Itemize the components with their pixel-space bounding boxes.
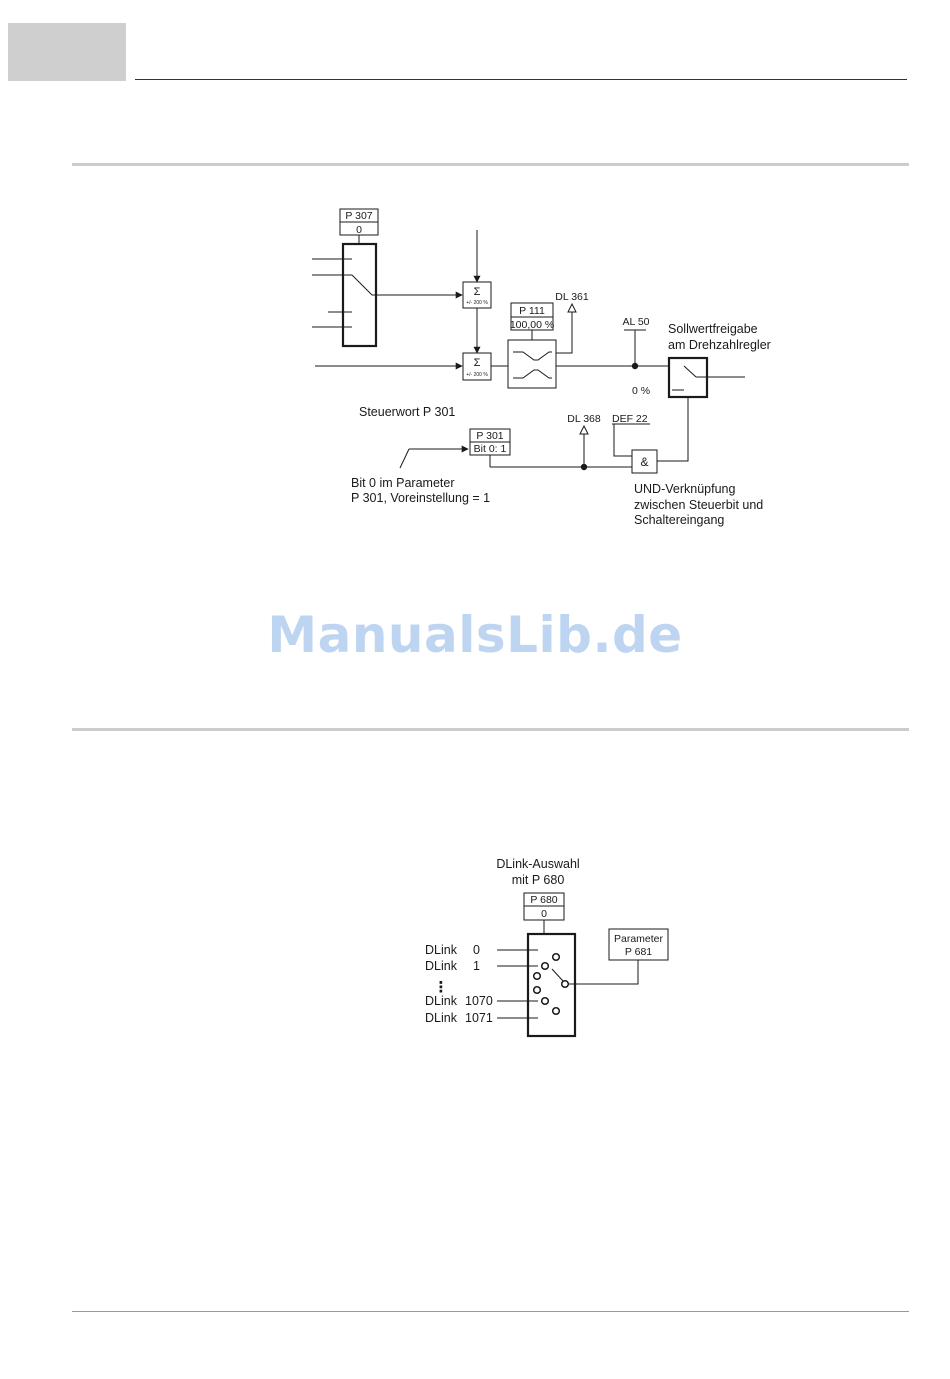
p680-name: P 680 (530, 894, 557, 906)
sum-symbol-1: Σ (474, 286, 481, 298)
und-note-2: zwischen Steuerbit und (634, 498, 763, 512)
dlink-selection-diagram: DLink-Auswahl mit P 680 P 680 0 DLink 0 … (425, 857, 669, 1038)
setpoint-release-switch: Sollwertfreigabe am Drehzahlregler 0 % (632, 322, 771, 399)
und-note-1: UND-Verknüpfung (634, 482, 735, 496)
sum-range-1: +/- 200 % (466, 300, 488, 306)
limiter-block: P 111 100,00 % DL 361 (507, 291, 668, 389)
dlink-input-0: 0 (473, 943, 480, 957)
page-tab-marker (8, 23, 126, 81)
setpoint-release-diagram: P 307 0 Σ +/- 200 % Σ +/- 200 % (312, 208, 771, 527)
bit-note-1: Bit 0 im Parameter (351, 476, 455, 490)
und-note-3: Schaltereingang (634, 513, 724, 527)
steuerwort-label: Steuerwort P 301 (359, 405, 455, 419)
sum-range-2: +/- 200 % (466, 372, 488, 378)
dlink-selector-block: DLink 0 DLink 1 ⋮ DLink 1070 DLink 1071 (425, 932, 639, 1038)
al50-label: AL 50 (622, 316, 649, 328)
section-divider-middle (72, 728, 909, 731)
dlink-label-1071: DLink (425, 1011, 458, 1025)
output-label-2: P 681 (625, 946, 652, 958)
footer-rule (72, 1311, 909, 1312)
dl368-label: DL 368 (567, 413, 601, 425)
p301-value: Bit 0: 1 (474, 443, 507, 455)
sum-symbol-2: Σ (474, 357, 481, 369)
summation-block-1: Σ +/- 200 % (462, 230, 492, 354)
p307-name: P 307 (345, 210, 372, 222)
output-label-1: Parameter (614, 933, 664, 945)
and-symbol: & (640, 455, 648, 469)
watermark: ManualsLib.de (267, 606, 683, 664)
p680-value: 0 (541, 908, 547, 920)
release-label-1: Sollwertfreigabe (668, 322, 758, 336)
dlink-input-1070: 1070 (465, 994, 493, 1008)
dl368-tap: DL 368 (567, 413, 601, 471)
al50-tap: AL 50 (622, 316, 650, 370)
dl361-label: DL 361 (555, 291, 589, 303)
setpoint-selector-block (312, 242, 463, 348)
dlink-ellipsis: ⋮ (434, 979, 449, 996)
dlink-label-1: DLink (425, 959, 458, 973)
dlink-title-2: mit P 680 (512, 873, 565, 887)
header-rule (135, 79, 907, 80)
def22-label: DEF 22 (612, 413, 648, 425)
summation-block-2: Σ +/- 200 % (315, 352, 508, 381)
dlink-input-1071: 1071 (465, 1011, 493, 1025)
p111-name: P 111 (519, 305, 545, 317)
p307-value: 0 (356, 224, 362, 236)
zero-percent-label: 0 % (632, 385, 650, 397)
p301-name: P 301 (476, 430, 503, 442)
dlink-input-1: 1 (473, 959, 480, 973)
p111-value: 100,00 % (510, 319, 554, 331)
dlink-title-1: DLink-Auswahl (496, 857, 579, 871)
and-gate: DEF 22 & (612, 397, 689, 474)
dlink-label-1070: DLink (425, 994, 458, 1008)
release-label-2: am Drehzahlregler (668, 338, 771, 352)
p307-parameter-box: P 307 0 (339, 208, 379, 244)
dlink-label-0: DLink (425, 943, 458, 957)
p681-output-box: Parameter P 681 (608, 928, 669, 961)
p301-parameter-box: P 301 Bit 0: 1 (399, 428, 632, 469)
p680-parameter-box: P 680 0 (523, 892, 565, 934)
section-divider-top (72, 163, 909, 166)
bit-note-2: P 301, Voreinstellung = 1 (351, 491, 490, 505)
